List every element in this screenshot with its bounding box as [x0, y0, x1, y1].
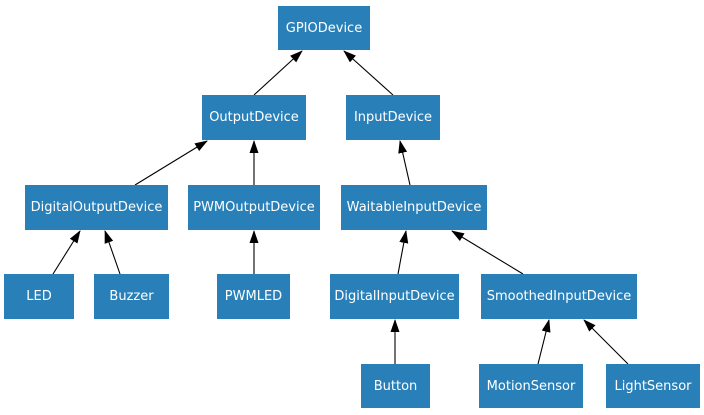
class-node-LED: LED [4, 274, 74, 319]
class-node-label: SmoothedInputDevice [486, 289, 632, 304]
edge-DigitalOutputDevice-to-OutputDevice [134, 140, 208, 186]
edge-SmoothedInputDevice-to-WaitableInputDevice [451, 230, 524, 275]
class-node-GPIODevice: GPIODevice [278, 6, 370, 50]
class-node-SmoothedInputDevice: SmoothedInputDevice [481, 274, 637, 319]
class-node-PWMOutputDevice: PWMOutputDevice [188, 185, 320, 230]
class-node-DigitalInputDevice: DigitalInputDevice [330, 274, 459, 319]
class-node-label: MotionSensor [486, 378, 576, 394]
class-node-MotionSensor: MotionSensor [479, 364, 583, 408]
edge-InputDevice-to-GPIODevice [343, 50, 394, 96]
edge-LED-to-DigitalOutputDevice [52, 230, 81, 275]
edge-Buzzer-to-DigitalOutputDevice [104, 230, 121, 275]
edge-DigitalInputDevice-to-WaitableInputDevice [397, 230, 409, 275]
class-node-LightSensor: LightSensor [606, 364, 700, 408]
class-node-label: OutputDevice [209, 110, 299, 125]
class-node-OutputDevice: OutputDevice [202, 95, 306, 140]
class-node-WaitableInputDevice: WaitableInputDevice [341, 185, 487, 230]
edge-OutputDevice-to-GPIODevice [253, 50, 303, 96]
class-node-label: DigitalInputDevice [334, 289, 455, 304]
class-node-label: PWMLED [224, 289, 283, 304]
class-node-label: LightSensor [614, 378, 692, 394]
class-node-label: InputDevice [353, 110, 433, 125]
edge-LightSensor-to-SmoothedInputDevice [583, 319, 629, 365]
class-node-DigitalOutputDevice: DigitalOutputDevice [25, 185, 168, 230]
class-node-Buzzer: Buzzer [94, 274, 169, 319]
class-node-label: GPIODevice [285, 20, 363, 36]
class-node-PWMLED: PWMLED [217, 274, 290, 319]
class-node-label: Buzzer [109, 289, 154, 304]
class-node-label: WaitableInputDevice [346, 200, 482, 215]
edge-WaitableInputDevice-to-InputDevice [398, 140, 411, 186]
inheritance-edges [52, 50, 629, 365]
edge-MotionSensor-to-SmoothedInputDevice [537, 319, 551, 365]
class-node-label: DigitalOutputDevice [30, 200, 163, 215]
class-node-label: PWMOutputDevice [193, 200, 315, 215]
class-node-Button: Button [361, 364, 430, 408]
class-node-InputDevice: InputDevice [346, 95, 440, 140]
class-node-label: LED [26, 289, 52, 304]
class-node-label: Button [373, 378, 418, 394]
